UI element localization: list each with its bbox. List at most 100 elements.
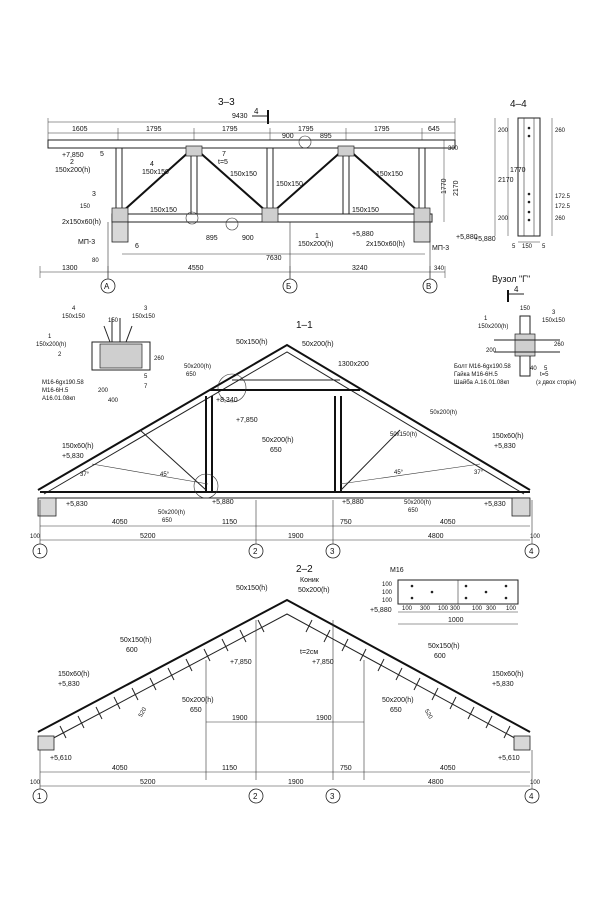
- s22-mid-1900b: 1900: [316, 715, 332, 722]
- section-1-1: 1–1 50x150(h) 50x200(h) 1300x200 50x200(…: [30, 320, 541, 559]
- s11-50x200-top: 50x200(h): [302, 341, 334, 348]
- s11-d-5200: 5200: [140, 533, 156, 540]
- plate-detail: М16 +5,880 300 300 300 100 100 100 100 1…: [370, 567, 519, 625]
- s11-50x200-r: 50x200(h): [430, 410, 457, 416]
- dim-top-4: 1795: [298, 126, 314, 133]
- s22-50x200-r: 50x200(h): [382, 697, 414, 704]
- nl-150x150a: 150x150: [62, 314, 86, 320]
- s11-1300x200: 1300x200: [338, 361, 369, 368]
- elev-bot: +5,880: [352, 231, 374, 238]
- section-2-2: 2–2 50x150(h) Коник 50x200(h) 50x150(h): [30, 564, 541, 804]
- s11-elev-583-bl: +5,830: [66, 501, 88, 508]
- section-2-2-title: 2–2: [296, 564, 313, 575]
- s11-elev-834: +8,340: [216, 397, 238, 404]
- elev-bot-2: +5,880: [456, 234, 478, 241]
- s22-elev-583-r: +5,830: [492, 681, 514, 688]
- s22-elev-561-l: +5,610: [50, 755, 72, 762]
- node-g-washer: Шайба А.16.01.08кп: [454, 379, 509, 386]
- s11-axis-2: 2: [253, 547, 258, 556]
- elev-top: +7,850: [62, 152, 84, 159]
- mark-5: 5: [100, 151, 104, 158]
- plate-300c: 300: [486, 606, 497, 612]
- mark-t5: t=5: [218, 159, 228, 166]
- node-g-title: Вузол "Г": [492, 274, 530, 284]
- inner-900: 900: [242, 235, 254, 242]
- s11-ang-3: 45°: [394, 470, 404, 476]
- s11-edge-l: 100: [30, 534, 41, 540]
- mark-3: 3: [92, 191, 96, 198]
- h-1770: 1770: [441, 178, 448, 194]
- node-g-260: 260: [554, 342, 565, 348]
- lbl-150x150-e: 150x150: [376, 171, 403, 178]
- s22-650-l: 650: [190, 707, 202, 714]
- s11-axis-3: 3: [330, 547, 335, 556]
- h-80: 80: [92, 258, 99, 264]
- s22-edge-r: 100: [530, 780, 541, 786]
- s22-elev-785-r: +7,850: [312, 659, 334, 666]
- plate-left-3: 100: [382, 598, 393, 604]
- s44-elev: +5,880: [474, 236, 496, 243]
- plate-m16: М16: [390, 567, 404, 574]
- s44-5a: 5: [512, 244, 516, 250]
- node-g-mark: 4: [514, 285, 519, 294]
- s22-d-1150: 1150: [222, 765, 237, 772]
- s22-d-4050b: 4050: [440, 765, 456, 772]
- section-3-3-title: 3–3: [218, 97, 235, 108]
- mark-2: 2: [70, 159, 74, 166]
- h-150: 150: [80, 204, 91, 210]
- s11-elev-588-r: +5,880: [342, 499, 364, 506]
- s11-650-a: 650: [186, 372, 197, 378]
- s22-ang-r: 520: [423, 709, 434, 721]
- s11-elev-588-l: +5,880: [212, 499, 234, 506]
- section-3-3-mark: 4: [254, 107, 259, 116]
- s11-elev-583-r: +5,830: [494, 443, 516, 450]
- node-g-t5: t=5: [540, 372, 549, 378]
- lbl-150x200-bot: 150x200(h): [298, 241, 333, 248]
- axis-A: А: [104, 282, 110, 291]
- s11-650-c: 650: [162, 518, 173, 524]
- s22-d-1900: 1900: [288, 779, 304, 786]
- lbl-2x150x60-a: 2x150x60(h): [62, 219, 101, 226]
- s22-d-4050a: 4050: [112, 765, 128, 772]
- nl-4: 4: [72, 306, 76, 312]
- s11-d-4800: 4800: [428, 533, 444, 540]
- plate-100d: 100: [506, 606, 517, 612]
- s11-d-4050b: 4050: [440, 519, 456, 526]
- mp-3-right: МП-3: [432, 245, 449, 252]
- dim-top-2: 1795: [146, 126, 162, 133]
- node-g-150: 150: [520, 306, 531, 312]
- s44-2170: 2170: [498, 177, 514, 184]
- s22-edge-l: 100: [30, 780, 41, 786]
- plate-100c: 100: [472, 606, 483, 612]
- plate-100b: 100: [438, 606, 449, 612]
- s44-260-top: 260: [555, 128, 566, 134]
- inner-7630: 7630: [266, 255, 282, 262]
- mark-7: 7: [222, 151, 226, 158]
- dim-top-6: 645: [428, 126, 440, 133]
- node-left: 4 150x150 3 150x150 1 150x200(h) 150 2 2…: [36, 306, 165, 404]
- s11-edge-r: 100: [530, 534, 541, 540]
- s44-150: 150: [522, 244, 533, 250]
- node-g-150x200: 150x200(h): [478, 324, 508, 330]
- s44-200-top: 200: [498, 128, 509, 134]
- s11-d-1900: 1900: [288, 533, 304, 540]
- nl-nut: М16-6Н.5: [42, 388, 69, 394]
- node-g-40: 40: [530, 366, 537, 372]
- s11-elev-583-l: +5,830: [62, 453, 84, 460]
- mp-3-left: МП-3: [78, 239, 95, 246]
- s22-t2: t=2см: [300, 649, 318, 656]
- dim-top-5: 1795: [374, 126, 390, 133]
- node-g-nut: Гайка М16-6Н.5: [454, 371, 498, 378]
- s11-650-d: 650: [408, 508, 419, 514]
- plate-left-1: 100: [382, 582, 393, 588]
- mid-dim-2: 895: [320, 133, 332, 140]
- node-g: Вузол "Г" 4 150 150x200(h) 150x150 200 3…: [454, 274, 576, 386]
- s22-600-r: 600: [434, 653, 446, 660]
- s11-d-750: 750: [340, 519, 352, 526]
- s22-axis-2: 2: [253, 792, 258, 801]
- s22-d-750: 750: [340, 765, 352, 772]
- s22-konik: Коник: [300, 577, 320, 584]
- s22-650-r: 650: [390, 707, 402, 714]
- s44-200-bot: 200: [498, 216, 509, 222]
- node-g-1: 1: [484, 316, 488, 322]
